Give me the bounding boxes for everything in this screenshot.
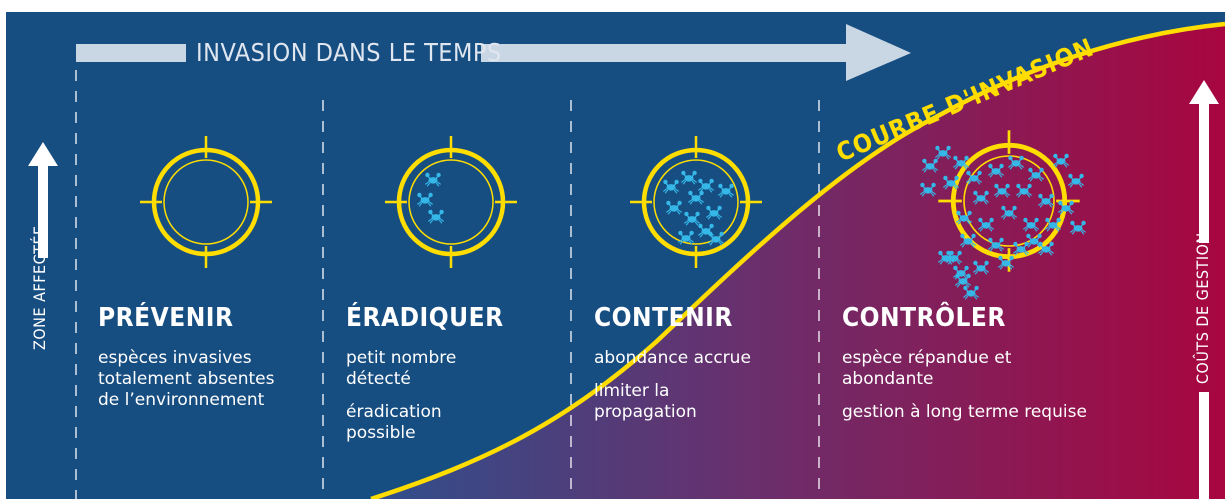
timeline-label: INVASION DANS LE TEMPS — [196, 38, 502, 67]
stage-description: limiter la propagation — [594, 381, 697, 422]
crab-icon — [683, 211, 701, 226]
invasion-curve-diagram: COURBE D'INVASION INVASION DANS LE TEMPS… — [6, 12, 1225, 499]
crab-icon — [662, 179, 680, 194]
diagram-graphics: COURBE D'INVASION — [28, 21, 1225, 499]
stage-prevenir: PRÉVENIR espèces invasives totalement ab… — [98, 302, 328, 423]
stage-eradiquer: ÉRADIQUER petit nombre détecté éradicati… — [346, 302, 576, 456]
stage-description: abondance accrue — [594, 348, 751, 368]
stage-contenir: CONTENIR abondance accrue limiter la pro… — [594, 302, 824, 435]
stage-description: gestion à long terme requise — [842, 402, 1087, 422]
crab-icon — [697, 178, 715, 193]
stage-title: ÉRADIQUER — [346, 303, 504, 333]
crab-icon — [427, 209, 445, 224]
time-arrow — [76, 24, 911, 81]
crab-icon — [707, 231, 725, 246]
stage-description: éradication possible — [346, 402, 442, 443]
stage-description: espèce répandue et abondante — [842, 348, 1012, 389]
target-icon-contenir — [630, 136, 762, 268]
crab-icon — [424, 172, 442, 187]
crab-icon — [665, 200, 683, 215]
crab-icon — [687, 190, 705, 205]
crab-icon — [717, 183, 735, 198]
stage-description: petit nombre détecté — [346, 348, 457, 389]
stage-dividers — [75, 70, 820, 499]
stage-title: PRÉVENIR — [98, 303, 234, 333]
crab-icon — [416, 192, 434, 207]
stage-description: espèces invasives totalement absentes de… — [98, 348, 275, 410]
cost-area — [371, 24, 1225, 499]
zone-affectee-label: ZONE AFFECTÉE — [30, 225, 49, 350]
target-icon-eradiquer — [385, 136, 517, 268]
target-icon-prevenir — [140, 136, 272, 268]
stage-title: CONTRÔLER — [842, 303, 1006, 333]
stage-controler: CONTRÔLER espèce répandue et abondante g… — [842, 302, 1087, 435]
crab-icon — [705, 205, 723, 220]
crab-icon — [680, 170, 698, 185]
up-arrow-icon — [1189, 80, 1219, 499]
stage-title: CONTENIR — [594, 303, 733, 333]
invasion-curve — [370, 21, 1225, 499]
couts-de-gestion-label: COÛTS DE GESTION — [1193, 232, 1212, 384]
up-arrow-icon — [28, 142, 58, 258]
